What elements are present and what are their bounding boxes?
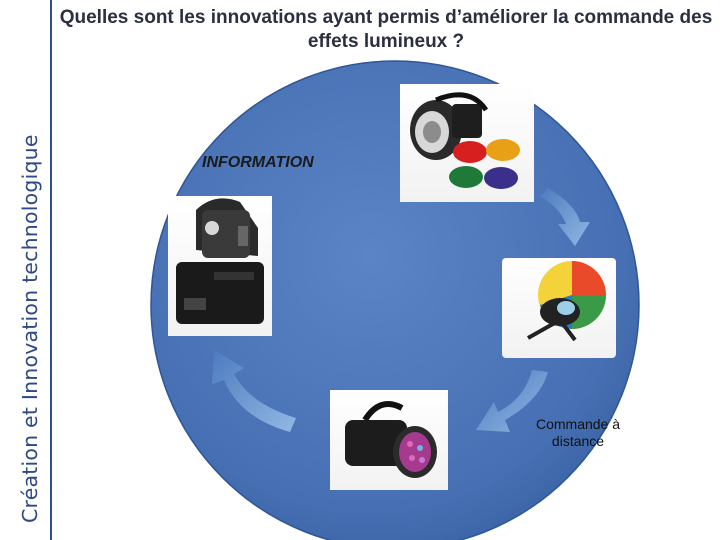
led-par-light-icon [330, 390, 448, 490]
color-wheel-spotlight-icon [502, 258, 616, 358]
par-can-with-color-filters-icon [400, 84, 534, 202]
moving-head-light-icon [168, 196, 272, 336]
remote-control-label: Commande à distance [530, 416, 626, 450]
information-label: INFORMATION [202, 154, 314, 172]
